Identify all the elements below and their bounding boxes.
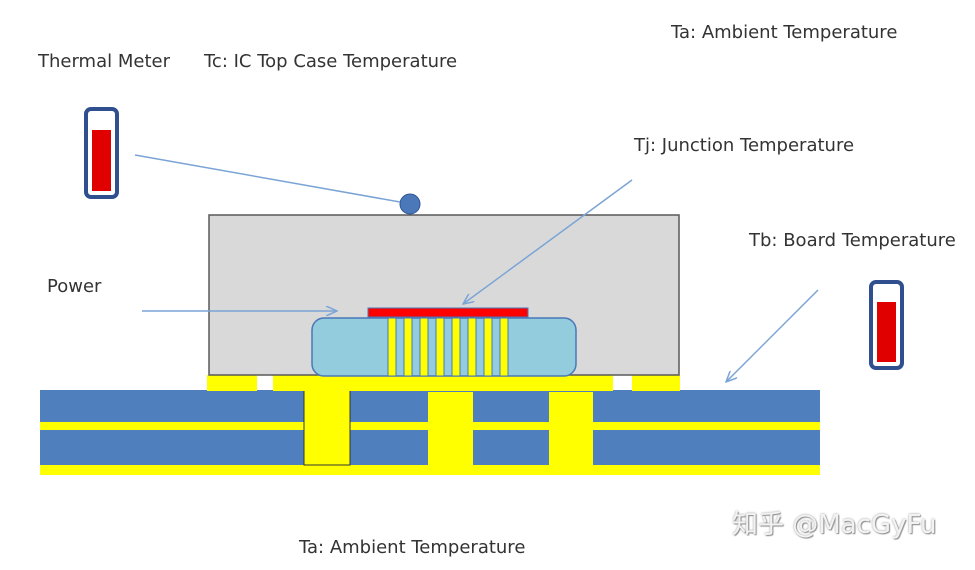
tj-arrow [463,179,633,304]
solder-pads [207,375,680,391]
case-probe [399,193,421,215]
thermal-via [549,392,593,467]
die-bond-stripes [387,317,509,377]
solder-pad-center [273,375,613,391]
board-temperature-label: Tb: Board Temperature [749,230,956,251]
meter-to-probe-line [134,154,401,203]
thermal-meter-right [869,280,904,370]
solder-pad-left [207,375,257,391]
junction-temperature-label: Tj: Junction Temperature [634,135,855,156]
thermal-via [428,392,473,467]
case-temperature-label: Tc: IC Top Case Temperature [204,51,458,72]
thermal-meter-left [84,107,119,199]
solder-pad-right [632,375,680,391]
power-label: Power [47,276,102,297]
pcb-board [40,387,820,475]
junction-layer [367,307,529,318]
tb-arrow [726,289,819,382]
thermal-via [303,387,351,466]
pcb-bottom-copper [40,465,820,475]
ambient-temperature-label-bottom: Ta: Ambient Temperature [299,537,526,558]
thermal-meter-label: Thermal Meter [38,51,170,72]
ambient-temperature-label-top: Ta: Ambient Temperature [671,22,898,43]
watermark: 知乎 @MacGyFu [732,510,937,540]
